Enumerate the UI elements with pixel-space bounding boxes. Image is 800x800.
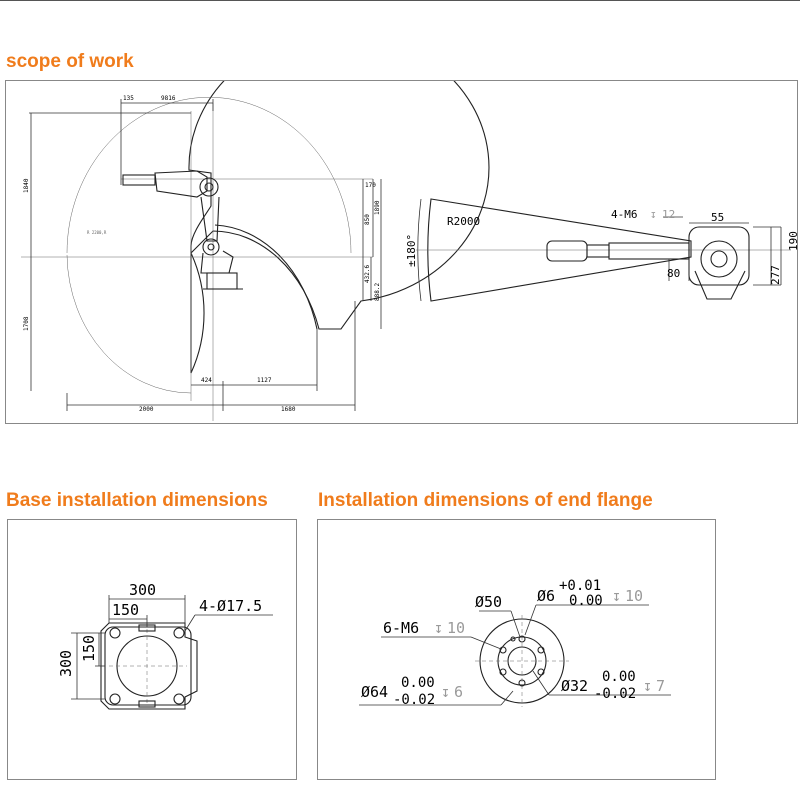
robot-side-view [122,170,243,290]
base-hole-note: 4-Ø17.5 [199,597,262,615]
work-envelope-outline [188,31,490,374]
bolt-hole-4 [173,693,185,705]
flange-m6-depth: 10 [447,619,465,637]
flange-d6-depth-symbol: ↧ [612,587,621,605]
flange-d64-depth-symbol: ↧ [441,683,450,701]
scope-drawing: 135 9816 1840 1708 170 850 1890 432.6 88… [21,31,800,421]
scope-panel: 135 9816 1840 1708 170 850 1890 432.6 88… [5,31,800,424]
angle-label: ±180° [405,234,418,267]
dim-277: 277 [769,265,782,285]
flange-d6: Ø6 [537,587,555,605]
dim-2000-side: 2000 [139,406,154,413]
dim-432-6: 432.6 [364,265,371,283]
flange-m6: 6-M6 [383,619,419,637]
dim-850: 850 [364,214,371,225]
flange-m6-depth-symbol: ↧ [434,619,443,637]
base-panel: 300 150 300 150 4-Ø17.5 [7,519,297,780]
top-rule [0,0,800,1]
dim-135: 135 [123,95,134,102]
robot-top-view [546,216,782,300]
flange-d64-tol-low: -0.02 [393,692,435,708]
dim-55: 55 [711,211,724,224]
dim-1708: 1708 [23,316,30,331]
flange-d50: Ø50 [475,593,502,611]
inner-reach-arc [214,224,318,330]
flange-panel: Ø50 Ø6 +0.01 0.00 ↧ 10 6-M6 ↧ 10 Ø64 0.0… [317,519,716,780]
flange-drawing: Ø50 Ø6 +0.01 0.00 ↧ 10 6-M6 ↧ 10 Ø64 0.0… [359,578,671,708]
flange-d64: Ø64 [361,683,388,701]
flange-d64-depth: 6 [454,683,463,701]
bolt-hole-2 [173,627,185,639]
flange-d32-depth-symbol: ↧ [643,677,652,695]
dim-80: 80 [667,267,680,280]
dim-1890: 1890 [374,200,381,215]
radius-label: R2000 [447,215,480,228]
dim-424: 424 [201,377,212,384]
base-dim-300-h: 300 [57,650,75,677]
flange-d32-tol-up: 0.00 [602,669,636,685]
dim-1127: 1127 [257,377,272,384]
bolt-hole-3 [109,693,121,705]
base-drawing: 300 150 300 150 4-Ø17.5 [57,581,273,710]
flange-d6-tol-up: +0.01 [559,578,601,594]
dim-9816: 9816 [161,95,176,102]
flange-d32-depth: 7 [656,677,665,695]
flange-d32-tol-low: -0.02 [594,686,636,702]
radius-note: R 2200,R [87,230,107,235]
flange-d6-tol-low: 0.00 [569,593,603,609]
base-heading: Base installation dimensions [6,490,268,511]
scope-heading: scope of work [6,51,134,72]
dim-1680: 1680 [281,406,296,413]
bolt-hole-1 [109,627,121,639]
base-dim-150-w: 150 [112,601,139,619]
hole-depth: 12 [662,208,675,221]
base-dim-300-w: 300 [129,581,156,599]
base-plate [100,622,198,710]
flange-d6-depth: 10 [625,587,643,605]
hole-note: 4-M6 [611,208,638,221]
hole-depth-symbol: ↧ [650,208,657,221]
base-dim-150-h: 150 [80,635,98,662]
dim-170: 170 [365,182,376,189]
dim-888-2: 888.2 [374,283,381,301]
dim-190: 190 [787,231,799,251]
flange-d32: Ø32 [561,677,588,695]
flange-d64-tol-up: 0.00 [401,675,435,691]
flange-heading: Installation dimensions of end flange [318,490,653,511]
top-view-sweep [427,198,692,302]
dim-1840: 1840 [23,178,30,193]
